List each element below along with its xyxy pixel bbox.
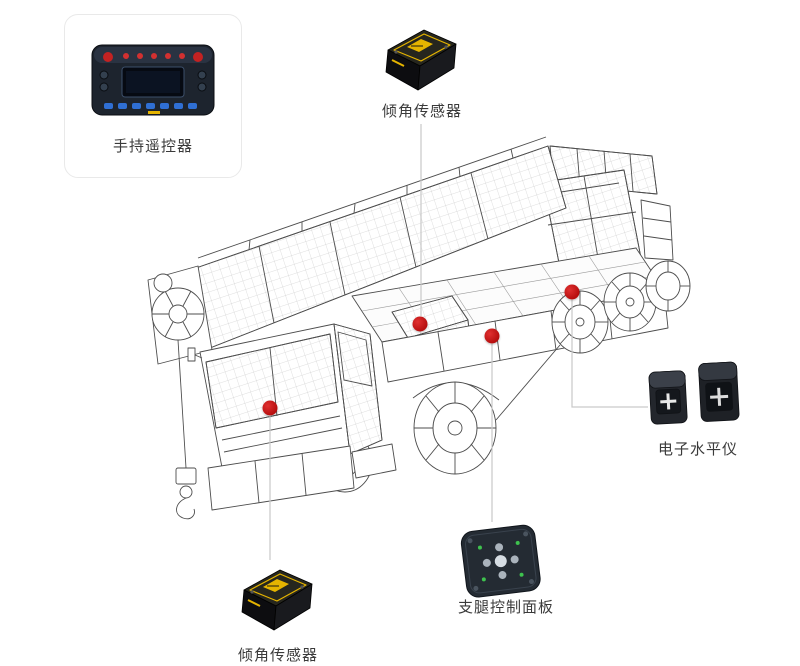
tilt-sensor-top-illustration [385,29,457,91]
marker-dot-turntable [412,316,428,332]
crane-boom-head-pulley [147,265,213,365]
marker-dot-cab-windshield [262,400,278,416]
electronic-level-label: 电子水平仪 [657,441,738,458]
tilt-sensor-top-label: 倾角传感器 [381,103,462,120]
crane-hook-block [175,339,197,520]
remote-controller-label: 手持遥控器 [112,137,193,155]
outrigger-panel-label: 支腿控制面板 [457,599,554,616]
crane-boom [195,136,567,349]
crane-rear-wheels [551,260,691,354]
remote-controller-illustration [91,44,215,115]
crane-operator-cab [542,169,642,269]
marker-dot-deck-side [484,328,500,344]
tilt-sensor-bottom-label: 倾角传感器 [237,647,318,664]
marker-dot-deck-rear [564,284,580,300]
outrigger-panel-illustration [460,524,541,598]
tilt-sensor-bottom-illustration [241,569,313,631]
callout-line-level [571,300,648,408]
remote-controller-card: 手持遥控器 [64,14,242,178]
crane-counterweight [640,199,674,261]
electronic-level-illustration [648,361,740,425]
crane-carrier-cab [187,323,397,511]
